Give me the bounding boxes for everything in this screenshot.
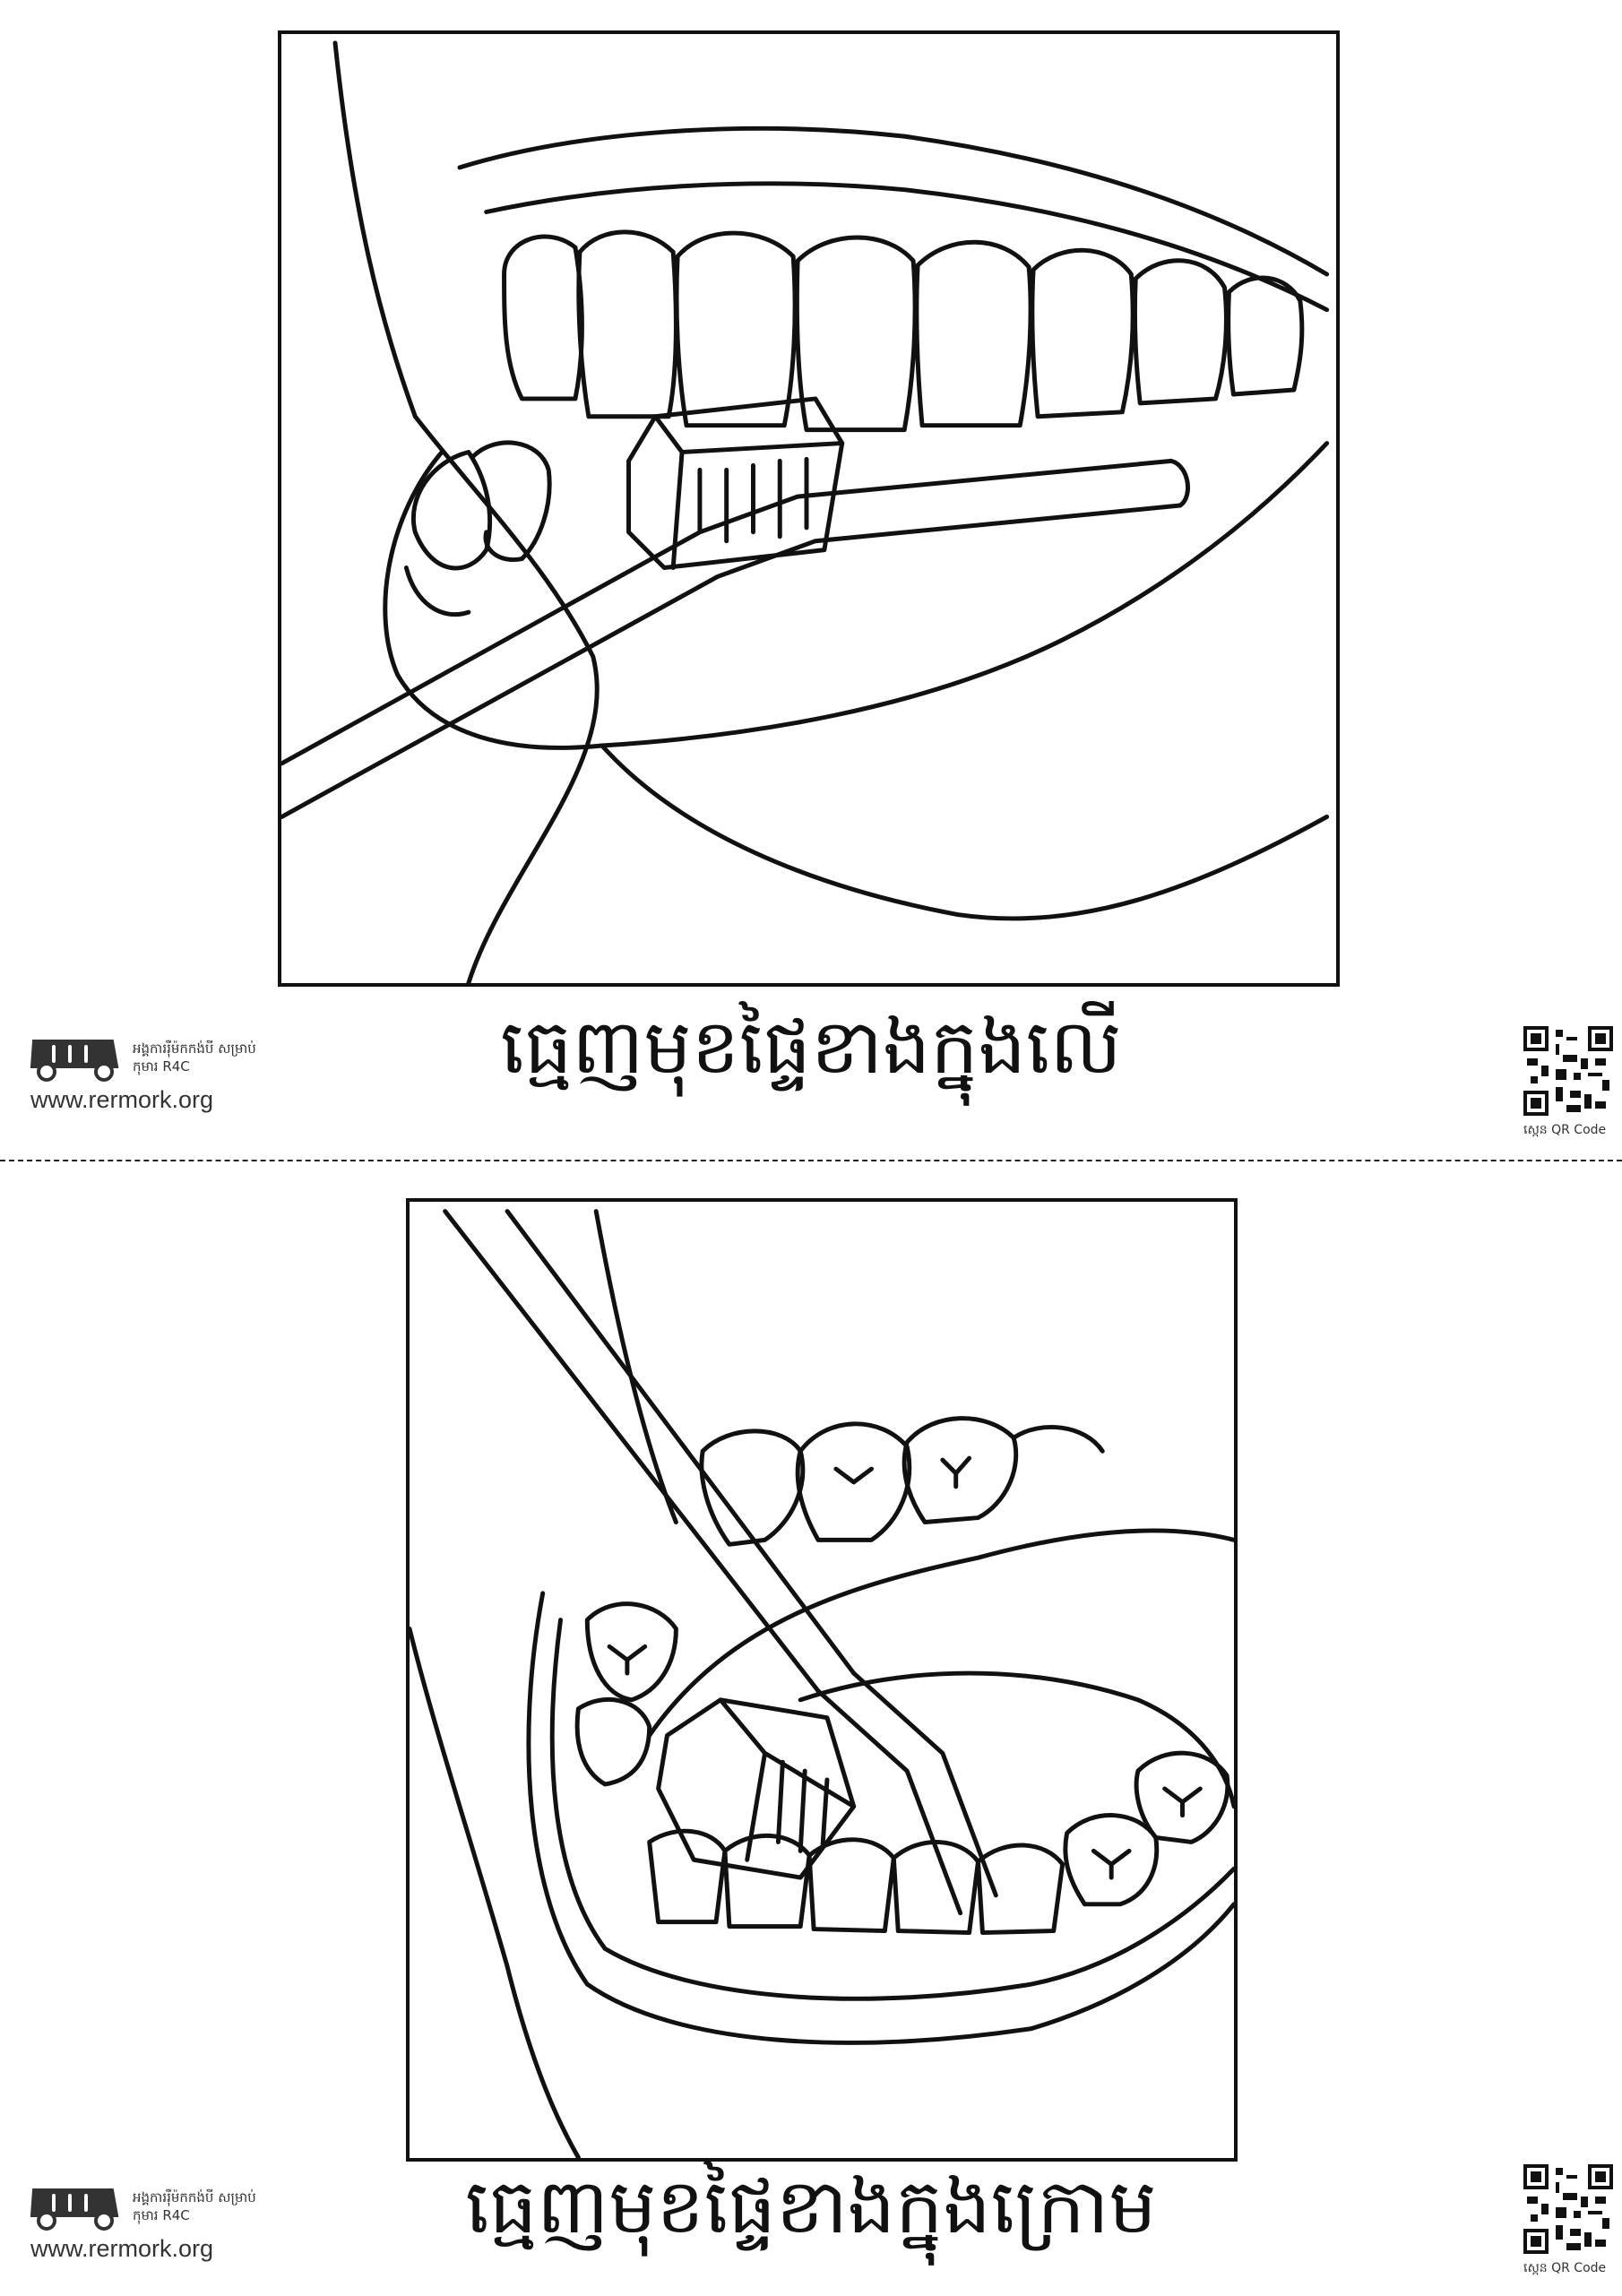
qr-label: ស្កេន QR Code	[1523, 2261, 1607, 2275]
upper-brushing-drawing	[281, 40, 1330, 983]
qr-block-bottom: ស្កេន QR Code	[1523, 2164, 1613, 2290]
illustration-upper-teeth	[278, 30, 1340, 987]
qr-code-icon[interactable]	[1523, 1026, 1613, 1116]
qr-block: ស្កេន QR Code	[1523, 1026, 1613, 1152]
lower-brushing-drawing	[410, 1209, 1234, 2158]
org-logo: អង្គការរ៉ឺម៉កកង់បី សម្រាប់កុមារ R4C www.…	[27, 1031, 260, 1147]
caption-upper: ធ្មេញមុខផ្ទៃខាងក្នុងលើ	[500, 1003, 1122, 1091]
qr-code-icon[interactable]	[1523, 2164, 1613, 2254]
tuk-tuk-logo-icon	[30, 2188, 119, 2231]
website-link[interactable]: www.rermork.org	[30, 2235, 214, 2262]
website-link[interactable]: www.rermork.org	[30, 1086, 214, 1113]
org-name: អង្គការរ៉ឺម៉កកង់បី សម្រាប់កុមារ R4C	[133, 2189, 256, 2223]
caption-lower: ធ្មេញមុខផ្ទៃខាងក្នុងក្រោម	[465, 2162, 1157, 2250]
illustration-lower-teeth	[406, 1198, 1238, 2162]
qr-label: ស្កេន QR Code	[1523, 1123, 1607, 1137]
org-logo-bottom: អង្គការរ៉ឺម៉កកង់បី សម្រាប់កុមារ R4C www.…	[27, 2179, 260, 2296]
cut-line-divider	[0, 1160, 1622, 1161]
tuk-tuk-logo-icon	[30, 1040, 119, 1082]
org-name: អង្គការរ៉ឺម៉កកង់បី សម្រាប់កុមារ R4C	[133, 1040, 256, 1075]
